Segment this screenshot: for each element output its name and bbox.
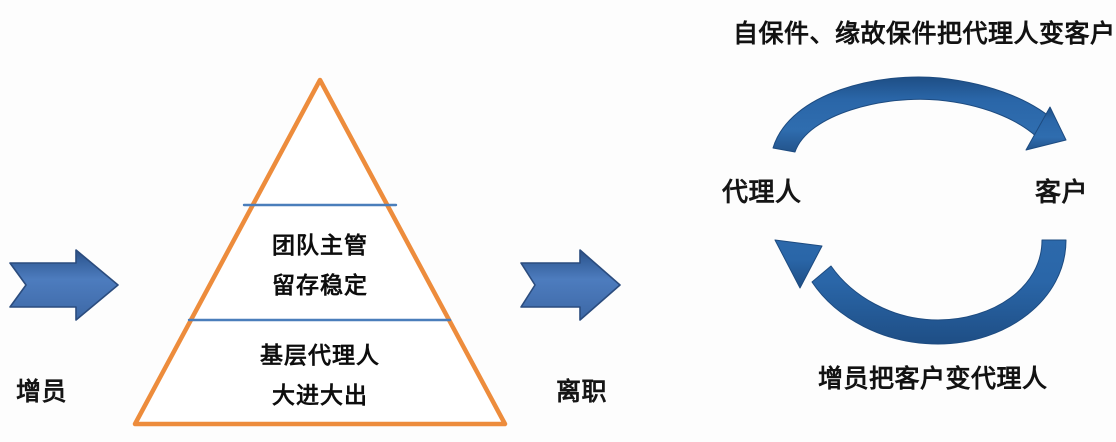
stage-label-resign: 离职 [556,378,608,406]
stage-label-recruit: 增员 [16,378,68,406]
pyramid-tier-middle: 团队主管 留存稳定 [250,226,390,305]
pyramid-tier-middle-line-2: 留存稳定 [272,271,368,298]
pyramid-tier-base: 基层代理人 大进大出 [250,336,390,415]
cycle-node-label-customer: 客户 [1035,177,1089,207]
pyramid-tier-middle-line-1: 团队主管 [272,232,368,258]
arc-agent-to-customer-icon [772,76,1067,153]
pyramid-tier-base-line-2: 大进大出 [272,381,368,408]
cycle-node-label-agent: 代理人 [722,177,802,207]
cycle-caption-customer-to-agent: 增员把客户变代理人 [818,365,1048,393]
cycle-title-agent-to-customer: 自保件、缘故保件把代理人变客户 [733,20,1116,48]
arrow-recruit-icon [9,249,119,321]
arc-customer-to-agent-icon [774,239,1067,345]
pyramid-tier-base-line-1: 基层代理人 [260,342,380,368]
arrow-resign-icon [520,249,621,321]
